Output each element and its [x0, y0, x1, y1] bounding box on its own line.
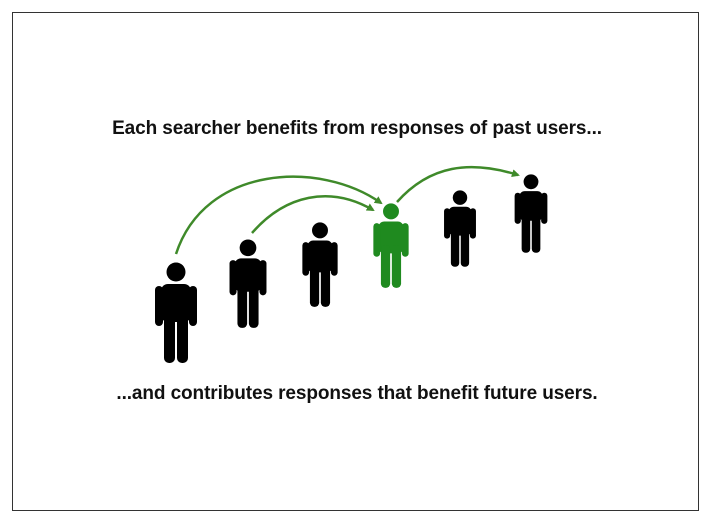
arrow-past-user-2-to-searcher	[251, 195, 375, 234]
person-icon	[229, 239, 267, 328]
arrow-past-user-1-to-searcher	[174, 175, 383, 255]
person-icon	[514, 174, 548, 253]
bottom-caption: ...and contributes responses that benefi…	[116, 383, 598, 404]
arrow-searcher-to-future-user	[396, 165, 520, 203]
top-caption: Each searcher benefits from responses of…	[112, 118, 602, 139]
slide-frame	[12, 12, 699, 511]
current-searcher-icon	[373, 203, 409, 288]
person-icon	[302, 222, 338, 307]
person-icon	[444, 190, 476, 267]
person-icon	[155, 262, 197, 363]
